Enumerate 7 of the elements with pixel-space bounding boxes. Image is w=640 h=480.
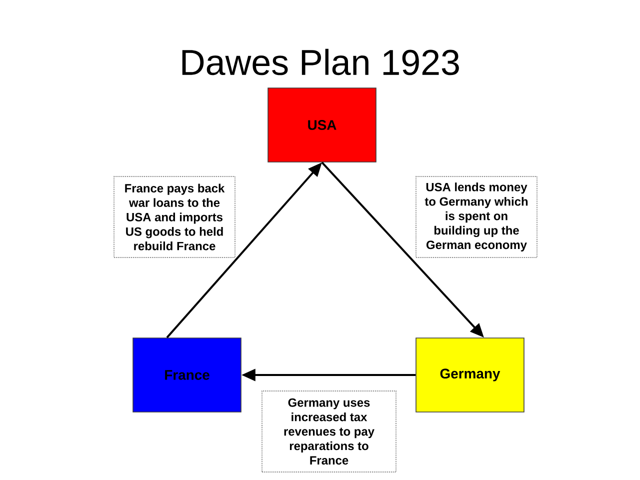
title: Dawes Plan 1923	[182, 48, 459, 76]
note-box: USA lends money to Germany which is spent on building up the German economy	[416, 176, 538, 258]
note-box: Germany uses increased tax revenues to pay reparations to France	[262, 390, 396, 472]
country-box: USA	[268, 88, 376, 162]
note-box: France pays back war loans to the USA and imports US goods to held rebuild France	[114, 176, 236, 258]
country-box: France	[132, 338, 242, 412]
country-box: Germany	[416, 338, 524, 412]
